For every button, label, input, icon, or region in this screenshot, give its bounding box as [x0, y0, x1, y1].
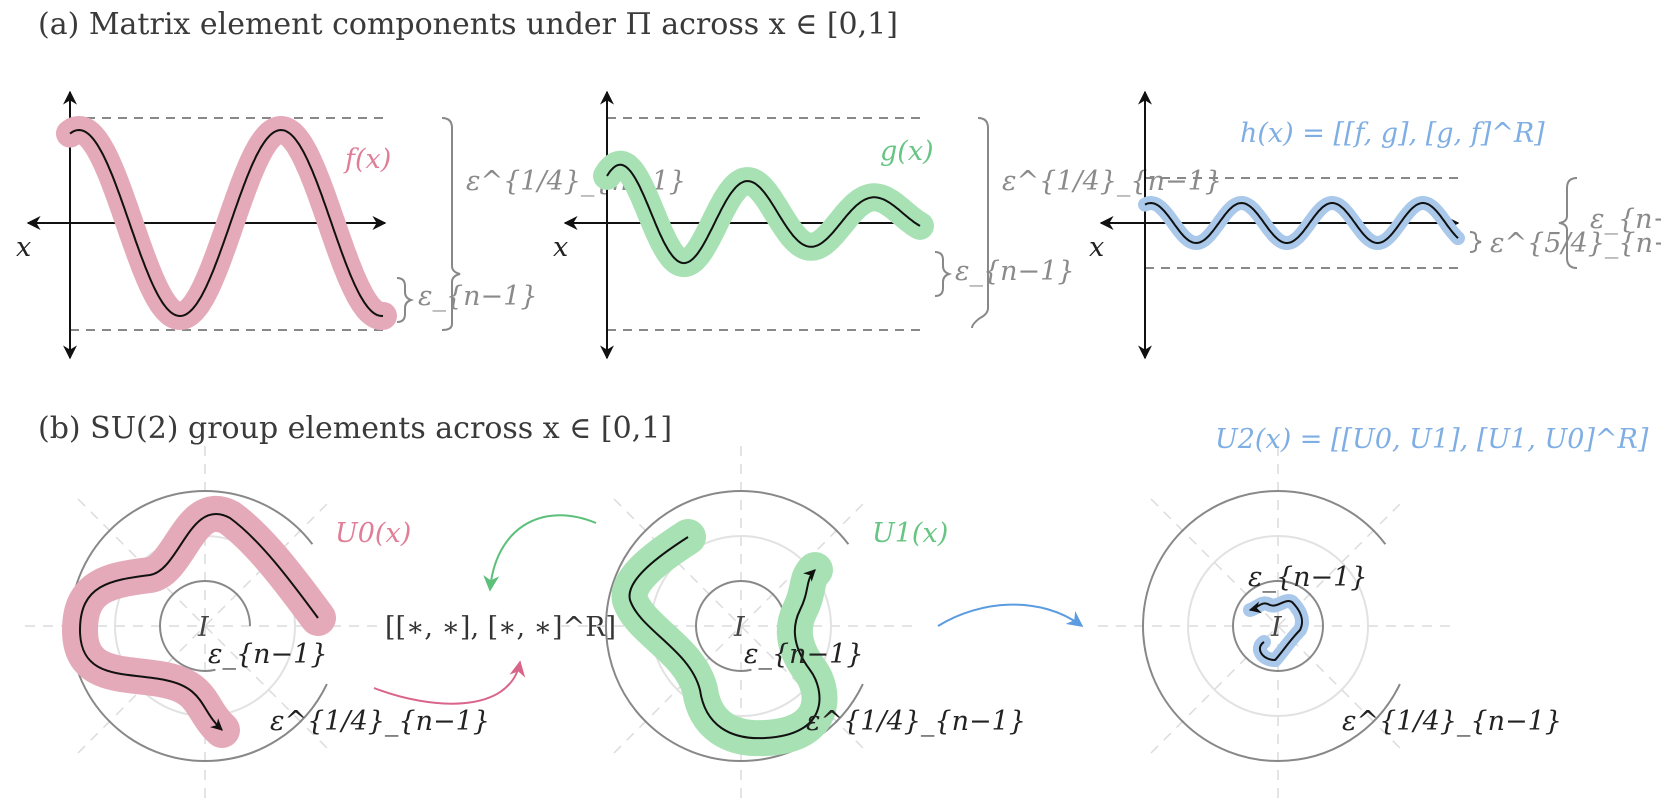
outer-bracket: [971, 117, 989, 329]
outer-bracket-label: ε^{1/4}_{n−1}: [1002, 166, 1222, 197]
commutator-label: [[∗, ∗], [∗, ∗]^R]: [385, 612, 616, 643]
disc-u0: I ε_{n−1} ε^{1/4}_{n−1} U0(x): [25, 446, 490, 800]
disc-u1: I ε_{n−1} ε^{1/4}_{n−1} U1(x): [560, 446, 1026, 800]
h-curve: [1144, 201, 1459, 245]
pink-arrow: [373, 660, 526, 705]
outer-bracket: [441, 117, 461, 331]
mid-ring: [1187, 535, 1369, 717]
outer-ring: [605, 490, 877, 762]
outer-radius-label: ε^{1/4}_{n−1}: [1342, 706, 1562, 737]
inner-ring: [159, 580, 251, 672]
inner-bracket: [396, 277, 415, 323]
polar-grid: [1098, 446, 1458, 800]
plot-f: f(x) x ε^{1/4}_{n−1} ε_{n−1}: [16, 90, 686, 360]
u0-path: [78, 513, 319, 731]
f-band: [56, 115, 397, 331]
f-curve: [69, 128, 384, 318]
u2-path: [1248, 600, 1303, 662]
inner-bracket-label: ε_{n−1}: [955, 256, 1075, 287]
panel-b-caption: (b) SU(2) group elements across x ∈ [0,1…: [38, 411, 672, 446]
plot-g: g(x) x ε^{1/4}_{n−1} ε_{n−1}: [553, 90, 1222, 360]
x-axis-label: x: [553, 232, 568, 263]
inner-radius-label: ε_{n−1}: [744, 639, 864, 670]
u1-label: U1(x): [872, 518, 948, 549]
inner-bracket-label: ε_{n−1}: [418, 281, 538, 312]
inner-bracket: [1469, 231, 1482, 253]
blue-arrow: [937, 603, 1084, 627]
inner-ring: [1232, 580, 1324, 672]
outer-radius-label: ε^{1/4}_{n−1}: [806, 706, 1026, 737]
u2-label: U2(x) = [[U0, U1], [U1, U0]^R]: [1215, 424, 1649, 455]
u0-label: U0(x): [335, 518, 411, 549]
x-axis-label: x: [1089, 232, 1104, 263]
inner-radius-label: ε_{n−1}: [1248, 562, 1368, 593]
outer-ring: [1142, 490, 1414, 762]
green-arrow: [483, 514, 597, 592]
panel-a-caption: (a) Matrix element components under Π ac…: [38, 7, 898, 42]
outer-bracket-label: ε_{n−1}: [1590, 204, 1661, 235]
inner-bracket: [934, 251, 953, 297]
identity-label: I: [733, 612, 746, 643]
g-label: g(x): [880, 136, 934, 167]
disc-u2: I ε_{n−1} ε^{1/4}_{n−1} U2(x) = [[U0, U1…: [1098, 424, 1649, 800]
identity-label: I: [1270, 612, 1283, 643]
identity-label: I: [197, 612, 210, 643]
inner-radius-label: ε_{n−1}: [208, 639, 328, 670]
inner-bracket-label: ε^{5/4}_{n−1}: [1490, 228, 1661, 259]
u1-path: [628, 536, 821, 740]
f-label: f(x): [343, 144, 391, 175]
plot-h: h(x) = [[f, g], [g, f]^R] x ε_{n−1} ε^{5…: [1089, 90, 1661, 360]
g-curve: [606, 163, 921, 265]
x-axis-label: x: [16, 232, 31, 263]
outer-bracket: [1558, 177, 1578, 269]
outer-radius-label: ε^{1/4}_{n−1}: [270, 706, 490, 737]
h-label: h(x) = [[f, g], [g, f]^R]: [1240, 118, 1545, 149]
